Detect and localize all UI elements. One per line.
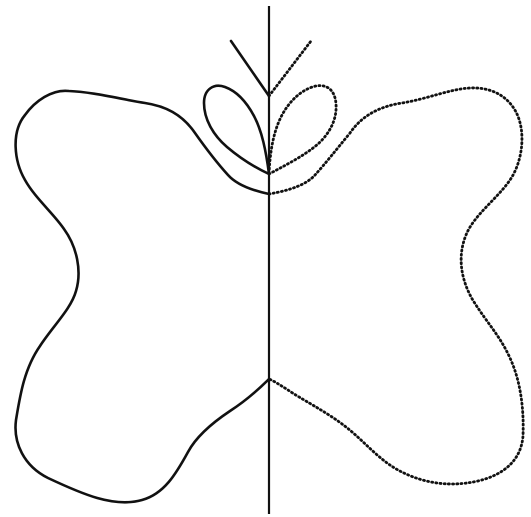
left-antenna bbox=[231, 41, 269, 96]
right-antenna bbox=[269, 41, 311, 96]
right-half-dotted bbox=[269, 41, 523, 484]
left-wing-outline bbox=[16, 91, 269, 503]
right-wing-outline bbox=[269, 88, 523, 484]
left-petal-outline bbox=[204, 86, 269, 174]
left-half-solid bbox=[16, 41, 269, 502]
